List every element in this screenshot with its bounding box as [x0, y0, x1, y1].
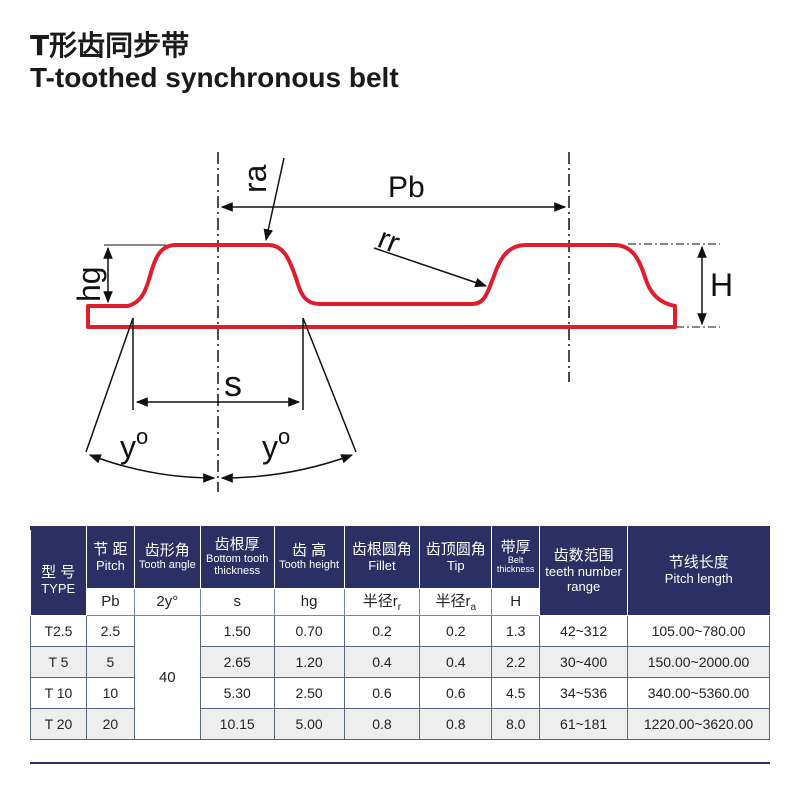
page-title-cn: T形齿同步带: [30, 29, 190, 62]
symbol-root: s: [199, 587, 275, 616]
cell-teeth: 30~400: [539, 645, 629, 678]
col-tip-header: 齿顶圆角 Tip: [419, 526, 493, 589]
cell-type: T 10: [30, 676, 87, 709]
angle-arc-right: [220, 454, 354, 483]
h-label: H: [710, 267, 733, 303]
cell-tip: 0.2: [419, 614, 493, 647]
cell-height: 5.00: [273, 707, 345, 740]
cell-belt: 8.0: [491, 707, 541, 740]
s-label: s: [224, 363, 242, 404]
cell-root: 2.65: [199, 645, 275, 678]
cell-belt: 4.5: [491, 676, 541, 709]
angle-label-right: yo: [262, 424, 290, 465]
cell-type: T 20: [30, 707, 87, 740]
col-pitch-header: 节 距 Pitch: [85, 526, 135, 589]
cell-pitch: 10: [85, 676, 135, 709]
hg-label: hg: [71, 266, 107, 302]
cell-pitch: 20: [85, 707, 135, 740]
cell-length: 340.00~5360.00: [627, 676, 770, 709]
cell-length: 105.00~780.00: [627, 614, 770, 647]
cell-pitch: 2.5: [85, 614, 135, 647]
angle-arc-left: [88, 454, 216, 483]
col-length-header: 节线长度 Pitch length: [627, 526, 770, 616]
spec-table: 型 号 TYPE 节 距 Pitch 齿形角 Tooth angle 齿根厚 B…: [30, 526, 770, 740]
col-root-header: 齿根厚 Bottom tooth thickness: [199, 526, 275, 589]
cell-height: 1.20: [273, 645, 345, 678]
cell-belt: 2.2: [491, 645, 541, 678]
angle-label-left: yo: [120, 424, 148, 465]
angle-line-left: [85, 317, 134, 453]
cell-teeth: 34~536: [539, 676, 629, 709]
ra-leader: [263, 157, 285, 242]
col-belt-header: 带厚 Belt thickness: [491, 526, 541, 589]
cell-type: T 5: [30, 645, 87, 678]
cell-root: 1.50: [199, 614, 275, 647]
rr-label: rr: [373, 222, 404, 260]
cell-fillet: 0.2: [343, 614, 421, 647]
cell-tip: 0.6: [419, 676, 493, 709]
cell-tip: 0.4: [419, 645, 493, 678]
col-height-header: 齿 高 Tooth height: [273, 526, 345, 589]
rr-leader: [373, 247, 488, 288]
symbol-tip: 半径ra: [419, 587, 493, 616]
cell-tooth-angle: 40: [133, 614, 201, 740]
belt-outline: [86, 243, 677, 329]
cell-height: 0.70: [273, 614, 345, 647]
cell-fillet: 0.6: [343, 676, 421, 709]
page-title-en: T-toothed synchronous belt: [30, 62, 399, 93]
cell-fillet: 0.8: [343, 707, 421, 740]
table-row: T 10 10 5.30 2.50 0.6 0.6 4.5 34~536 340…: [30, 676, 770, 709]
col-angle-header: 齿形角 Tooth angle: [133, 526, 201, 589]
cell-height: 2.50: [273, 676, 345, 709]
angle-line-right: [302, 317, 357, 453]
cell-pitch: 5: [85, 645, 135, 678]
cell-root: 10.15: [199, 707, 275, 740]
cell-belt: 1.3: [491, 614, 541, 647]
table-row: T 20 20 10.15 5.00 0.8 0.8 8.0 61~181 12…: [30, 707, 770, 740]
col-fillet-header: 齿根圆角 Fillet: [343, 526, 421, 589]
table-header-row: 型 号 TYPE 节 距 Pitch 齿形角 Tooth angle 齿根厚 B…: [30, 526, 770, 616]
belt-profile-diagram: Pb ra rr hg H s yo yo: [71, 152, 733, 492]
symbol-height: hg: [273, 587, 345, 616]
cell-root: 5.30: [199, 676, 275, 709]
col-type-header: 型 号 TYPE: [30, 526, 87, 616]
cell-fillet: 0.4: [343, 645, 421, 678]
table-row: T2.5 2.5 40 1.50 0.70 0.2 0.2 1.3 42~312…: [30, 614, 770, 740]
cell-teeth: 42~312: [539, 614, 629, 647]
table-row: T 5 5 2.65 1.20 0.4 0.4 2.2 30~400 150.0…: [30, 645, 770, 678]
cell-length: 150.00~2000.00: [627, 645, 770, 678]
table-bottom-rule: [30, 762, 770, 764]
symbol-belt: H: [491, 587, 541, 616]
col-teeth-header: 齿数范围 teeth number range: [539, 526, 629, 616]
table-symbol-row: Pb 2y° s hg 半径rr 半径ra H: [31, 587, 770, 616]
cell-teeth: 61~181: [539, 707, 629, 740]
cell-length: 1220.00~3620.00: [627, 707, 770, 740]
cell-tip: 0.8: [419, 707, 493, 740]
ra-label: ra: [237, 164, 273, 193]
symbol-angle: 2y°: [133, 587, 201, 616]
pb-label: Pb: [388, 171, 425, 204]
cell-type: T2.5: [30, 614, 87, 647]
symbol-pitch: Pb: [85, 587, 135, 616]
symbol-fillet: 半径rr: [343, 587, 421, 616]
